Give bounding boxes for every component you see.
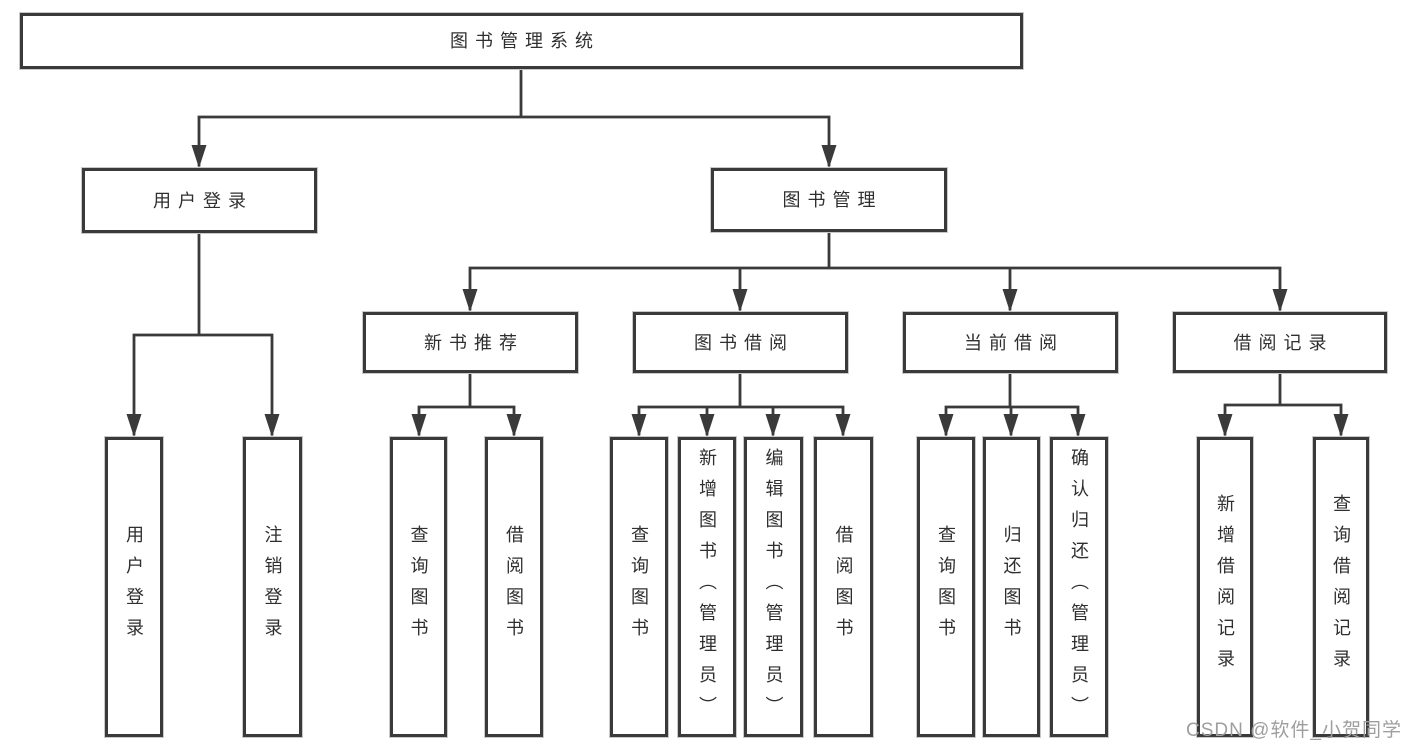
node-label-add-borrow-record: 新增借阅记录: [1215, 494, 1235, 680]
node-new-book-recommend: 新书推荐: [363, 312, 578, 373]
arrowhead-down-icon: [732, 289, 748, 312]
connector-user-login-to-leaves: [126, 231, 280, 437]
arrowhead-down-icon: [1003, 414, 1019, 437]
node-add-borrow-record: 新增借阅记录: [1197, 437, 1253, 737]
node-label-system-root: 图书管理系统: [450, 31, 600, 51]
arrowhead-down-icon: [821, 145, 837, 168]
arrowhead-down-icon: [506, 414, 522, 437]
arrowhead-down-icon: [462, 289, 478, 312]
node-system-root: 图书管理系统: [20, 13, 1023, 69]
connector-current-to-leaves: [938, 371, 1086, 437]
connector-records-to-leaves: [1217, 371, 1349, 437]
arrowhead-down-icon: [1217, 414, 1233, 437]
arrowhead-down-icon: [699, 414, 715, 437]
node-edit-books-admin: 编辑图书（管理员）: [744, 437, 803, 737]
arrowhead-down-icon: [938, 414, 954, 437]
node-label-borrowing-records: 借阅记录: [1233, 332, 1334, 353]
node-user-login-branch: 用户登录: [82, 168, 317, 233]
node-label-new-book-recommend: 新书推荐: [424, 332, 524, 353]
arrowhead-down-icon: [191, 145, 207, 168]
connector-root-to-level2: [191, 67, 837, 168]
connector-recommend-to-leaves: [411, 371, 522, 437]
node-user-login-leaf: 用户登录: [105, 437, 163, 737]
node-label-query-borrow-record: 查询借阅记录: [1331, 494, 1351, 680]
node-label-current-borrowing: 当前借阅: [964, 332, 1064, 353]
arrowhead-down-icon: [411, 414, 427, 437]
arrowhead-down-icon: [835, 414, 851, 437]
node-label-book-borrowing: 图书借阅: [694, 332, 794, 353]
node-query-books-recommend: 查询图书: [390, 437, 447, 737]
node-add-books-admin: 新增图书（管理员）: [678, 437, 736, 737]
node-label-logout-leaf: 注销登录: [262, 525, 283, 649]
node-label-book-management: 图书管理: [782, 190, 883, 210]
node-borrow-books-leaf: 借阅图书: [814, 437, 873, 737]
arrowhead-down-icon: [631, 414, 647, 437]
node-label-borrow-books-recommend: 借阅图书: [504, 525, 524, 649]
arrowhead-down-icon: [264, 414, 280, 437]
node-label-query-books-recommend: 查询图书: [408, 525, 429, 649]
arrowhead-down-icon: [765, 414, 781, 437]
node-borrowing-records: 借阅记录: [1173, 312, 1387, 373]
node-label-query-books-borrowing: 查询图书: [629, 525, 649, 649]
node-book-management: 图书管理: [711, 168, 947, 232]
node-label-user-login-leaf: 用户登录: [124, 525, 144, 649]
node-return-books: 归还图书: [983, 437, 1040, 737]
node-label-return-books: 归还图书: [1001, 525, 1022, 649]
arrowhead-down-icon: [1070, 414, 1086, 437]
arrowhead-down-icon: [1333, 414, 1349, 437]
connector-borrowing-to-leaves: [631, 371, 851, 437]
connector-book-mgmt-to-level3: [462, 230, 1288, 312]
arrowhead-down-icon: [1272, 289, 1288, 312]
node-book-borrowing: 图书借阅: [633, 312, 848, 373]
connector-path: [417, 371, 516, 436]
node-current-borrowing: 当前借阅: [903, 312, 1118, 373]
connector-path: [132, 231, 274, 436]
node-label-edit-books-admin: 编辑图书（管理员）: [763, 447, 784, 727]
connector-path: [1223, 371, 1343, 436]
connector-path: [944, 371, 1080, 436]
connector-path: [468, 230, 1282, 311]
node-label-borrow-books-leaf: 借阅图书: [833, 525, 854, 649]
node-label-confirm-return-admin: 确认归还（管理员）: [1069, 447, 1089, 727]
node-query-borrow-record: 查询借阅记录: [1313, 437, 1369, 737]
connector-path: [637, 371, 845, 436]
node-label-user-login-branch: 用户登录: [153, 190, 253, 211]
node-confirm-return-admin: 确认归还（管理员）: [1050, 437, 1108, 737]
node-label-add-books-admin: 新增图书（管理员）: [697, 447, 717, 727]
arrowhead-down-icon: [126, 414, 142, 437]
node-label-query-books-current: 查询图书: [936, 525, 956, 649]
node-query-books-borrowing: 查询图书: [610, 437, 668, 737]
watermark: CSDN @软件_小贺同学: [1186, 720, 1402, 741]
node-borrow-books-recommend: 借阅图书: [485, 437, 543, 737]
arrowhead-down-icon: [1002, 289, 1018, 312]
node-logout-leaf: 注销登录: [243, 437, 302, 737]
node-query-books-current: 查询图书: [917, 437, 975, 737]
connector-path: [197, 67, 831, 167]
